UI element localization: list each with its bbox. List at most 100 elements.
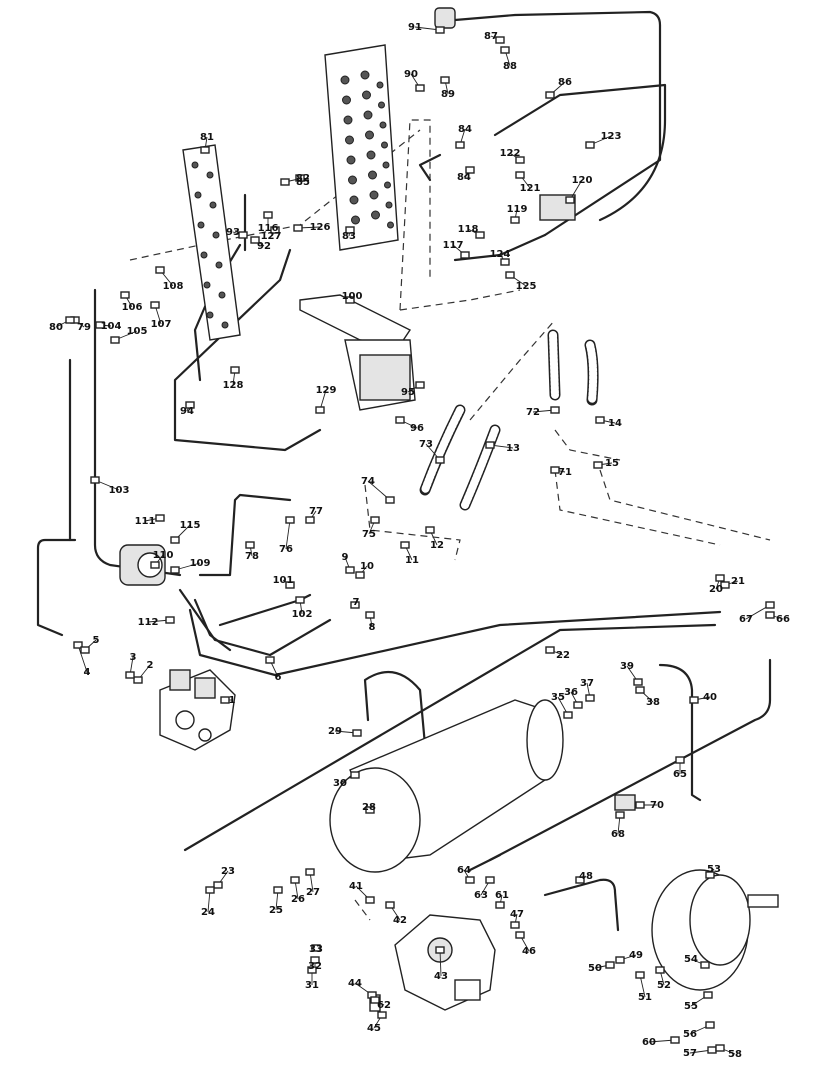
fitting-marker [285,581,295,589]
fitting-marker [273,886,283,894]
plate-hole [351,215,360,225]
callout-label: 57 [683,1048,697,1059]
callout-label: 90 [404,69,418,80]
fitting-marker [345,296,355,304]
plate-hole [369,190,379,200]
dashed-routing [129,119,771,921]
fitting-marker [345,226,355,234]
plate-hole [365,130,374,140]
callout-label: 84 [458,124,472,135]
callout-label: 110 [153,550,174,561]
callout-label: 25 [269,905,283,916]
callout-label: 106 [122,302,143,313]
plate-hole [343,115,353,125]
callout-label: 129 [316,385,337,396]
callout-label: 100 [342,291,363,302]
plate-hole [387,221,394,229]
callout-label: 7 [353,597,360,608]
callout-label: 54 [684,954,698,965]
fitting-marker [400,541,410,549]
callout-label: 33 [309,944,323,955]
callout-label: 28 [362,802,376,813]
plate-hole [206,311,214,319]
fitting-marker [385,901,395,909]
fitting-marker [465,166,475,174]
fitting-marker [550,466,560,474]
callout-label: 58 [728,1049,742,1060]
callout-label: 109 [190,558,211,569]
callout-label: 108 [163,281,184,292]
callout-label: 127 [261,231,282,242]
fitting-marker [230,366,240,374]
fitting-marker [705,871,715,879]
callout-label: 36 [564,687,578,698]
callout-label: 53 [707,864,721,875]
fitting-marker [285,516,295,524]
plate-hole [342,95,351,105]
callout-label: 20 [709,584,723,595]
callout-label: 23 [221,866,235,877]
callout-label: 104 [101,321,122,332]
callout-label: 75 [362,529,376,540]
fitting-marker [415,381,425,389]
plate-hole [349,195,359,205]
plate-hole [206,171,214,179]
fitting-marker [315,406,325,414]
callout-label: 70 [650,800,664,811]
fitting-marker [460,251,470,259]
fitting-marker [765,611,775,619]
callout-label: 39 [620,661,634,672]
hoses [419,329,599,511]
fitting-marker [495,36,505,44]
leader-line [285,519,291,550]
fitting-marker [435,26,445,34]
fitting-marker [350,771,360,779]
plate-hole [200,251,208,259]
callout-label: 22 [556,650,570,661]
fitting-marker [205,886,215,894]
callout-label: 115 [180,520,201,531]
callout-label: 50 [588,963,602,974]
fitting-marker [185,401,195,409]
fitting-marker [150,301,160,309]
fitting-marker [689,696,699,704]
fitting-marker [90,476,100,484]
callout-label: 71 [558,467,572,478]
plate-hole [368,170,377,180]
callout-label: 92 [257,241,271,252]
fitting-marker [245,541,255,549]
fitting-marker [280,178,290,186]
relay-valve-1 [159,669,236,751]
fitting-marker [565,196,575,204]
plate-hole [203,281,211,289]
fitting-marker [155,514,165,522]
leader-line [77,644,88,673]
fitting-marker [593,461,603,469]
fitting-marker [720,581,730,589]
callout-label: 8 [369,622,376,633]
callout-label: 91 [408,22,422,33]
fitting-marker [220,696,230,704]
callout-label: 79 [77,322,91,333]
callout-label: 14 [608,418,622,429]
callout-label: 26 [291,894,305,905]
callout-label: 74 [361,476,375,487]
callout-label: 72 [526,407,540,418]
fitting-marker [165,616,175,624]
fitting-marker [200,146,210,154]
callout-label: 5 [93,635,100,646]
fitting-marker [615,956,625,964]
callout-label: 64 [457,865,471,876]
fitting-marker [455,141,465,149]
fitting-marker [575,876,585,884]
callout-label: 122 [500,148,521,159]
fitting-marker [635,801,645,809]
fitting-marker [700,961,710,969]
fitting-marker [545,91,555,99]
fitting-marker [65,316,75,324]
plate-hole [379,121,387,129]
fitting-marker [95,321,105,329]
fitting-marker [110,336,120,344]
callout-label: 94 [180,406,194,417]
